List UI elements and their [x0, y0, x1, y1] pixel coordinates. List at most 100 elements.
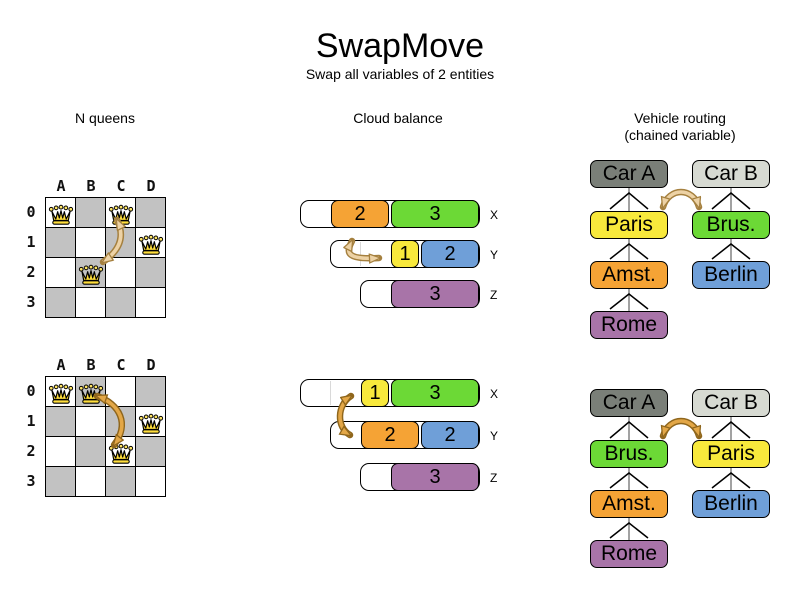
vehicle-box: Rome	[590, 311, 668, 339]
vehicle-box: Car A	[590, 389, 668, 417]
chain-connector	[609, 518, 649, 540]
board-cell	[106, 228, 135, 257]
board-cell	[106, 377, 135, 406]
swap-arrow-vehicle-before	[659, 188, 703, 211]
vehicle-box: Car B	[692, 160, 770, 188]
board-cell	[76, 228, 105, 257]
cloud-process-block: 3	[391, 280, 479, 308]
queen-icon	[77, 263, 105, 286]
cloud-process-block: 3	[391, 379, 479, 407]
vehicle-box: Paris	[692, 440, 770, 468]
cloud-balance-header: Cloud balance	[353, 110, 443, 126]
vehicle-box: Amst.	[590, 261, 668, 289]
page-subtitle: Swap all variables of 2 entities	[305, 66, 495, 82]
chevron-up-icon	[609, 472, 649, 489]
chain-connector	[711, 468, 751, 490]
vehicle-box: Car A	[590, 160, 668, 188]
vehicle-box: Brus.	[590, 440, 668, 468]
chain-connector	[609, 289, 649, 311]
board-cell	[46, 228, 75, 257]
chain-connector	[711, 417, 751, 440]
queen-icon	[107, 442, 135, 465]
board-row-label: 3	[26, 472, 36, 490]
board-col-label: B	[86, 356, 96, 374]
cloud-process-block: 1	[361, 379, 389, 407]
chevron-up-icon	[711, 472, 751, 489]
cloud-row-label: X	[490, 208, 499, 222]
board-cell	[76, 437, 105, 466]
board-cell	[76, 467, 105, 496]
page-title: SwapMove	[315, 27, 485, 65]
board-col-label: D	[146, 356, 156, 374]
board-cell	[136, 377, 165, 406]
chevron-up-icon	[609, 243, 649, 260]
cloud-row-label: X	[490, 387, 499, 401]
vehicle-routing-subheader: (chained variable)	[624, 127, 736, 143]
cloud-process-block: 2	[361, 421, 419, 449]
vehicle-routing-header: Vehicle routing	[634, 110, 726, 126]
chain-connector	[609, 239, 649, 261]
board-col-label: C	[116, 356, 126, 374]
board-row-label: 0	[26, 382, 36, 400]
cloud-row-label: Z	[490, 288, 498, 302]
board-cell	[46, 467, 75, 496]
board-cell	[136, 467, 165, 496]
board-row-label: 2	[26, 263, 36, 281]
board-cell	[46, 288, 75, 317]
cloud-row-label: Y	[490, 429, 499, 443]
cloud-process-block: 2	[421, 240, 479, 268]
board-cell	[46, 437, 75, 466]
board-cell	[106, 288, 135, 317]
chevron-up-icon	[609, 421, 649, 439]
cloud-process-block: 2	[421, 421, 479, 449]
chevron-up-icon	[711, 421, 751, 439]
cloud-process-block: 3	[391, 200, 479, 228]
board-cell	[136, 258, 165, 287]
board-row-label: 3	[26, 293, 36, 311]
nqueens-header: N queens	[75, 110, 135, 126]
chevron-up-icon	[609, 522, 649, 539]
queen-icon	[137, 412, 165, 435]
chain-connector	[609, 417, 649, 440]
cloud-process-block: 2	[331, 200, 389, 228]
board-col-label: A	[56, 356, 66, 374]
board-cell	[46, 258, 75, 287]
board-cell	[76, 288, 105, 317]
queen-icon	[107, 203, 135, 226]
vehicle-box: Car B	[692, 389, 770, 417]
queen-icon	[47, 203, 75, 226]
chain-connector	[711, 239, 751, 261]
board-row-label: 2	[26, 442, 36, 460]
cloud-gridline	[360, 242, 361, 266]
board-cell	[46, 407, 75, 436]
board-row-label: 0	[26, 203, 36, 221]
board-col-label: C	[116, 177, 126, 195]
board-cell	[76, 198, 105, 227]
board-cell	[106, 467, 135, 496]
board-cell	[136, 437, 165, 466]
board-cell	[136, 198, 165, 227]
vehicle-box: Rome	[590, 540, 668, 568]
chevron-up-icon	[711, 243, 751, 260]
chevron-up-icon	[711, 192, 751, 210]
board-col-label: D	[146, 177, 156, 195]
chain-connector	[609, 188, 649, 211]
board-col-label: A	[56, 177, 66, 195]
cloud-row-label: Z	[490, 471, 498, 485]
queen-icon	[47, 382, 75, 405]
cloud-gridline	[330, 381, 331, 405]
board-row-label: 1	[26, 412, 36, 430]
vehicle-box: Amst.	[590, 490, 668, 518]
cloud-process-block: 3	[391, 463, 479, 491]
vehicle-box: Berlin	[692, 261, 770, 289]
board-cell	[76, 407, 105, 436]
vehicle-box: Paris	[590, 211, 668, 239]
board-row-label: 1	[26, 233, 36, 251]
cloud-row-label: Y	[490, 248, 499, 262]
swap-arrow-vehicle-after	[659, 417, 703, 440]
board-cell	[106, 407, 135, 436]
board-cell	[106, 258, 135, 287]
board-cell	[136, 288, 165, 317]
chain-connector	[711, 188, 751, 211]
